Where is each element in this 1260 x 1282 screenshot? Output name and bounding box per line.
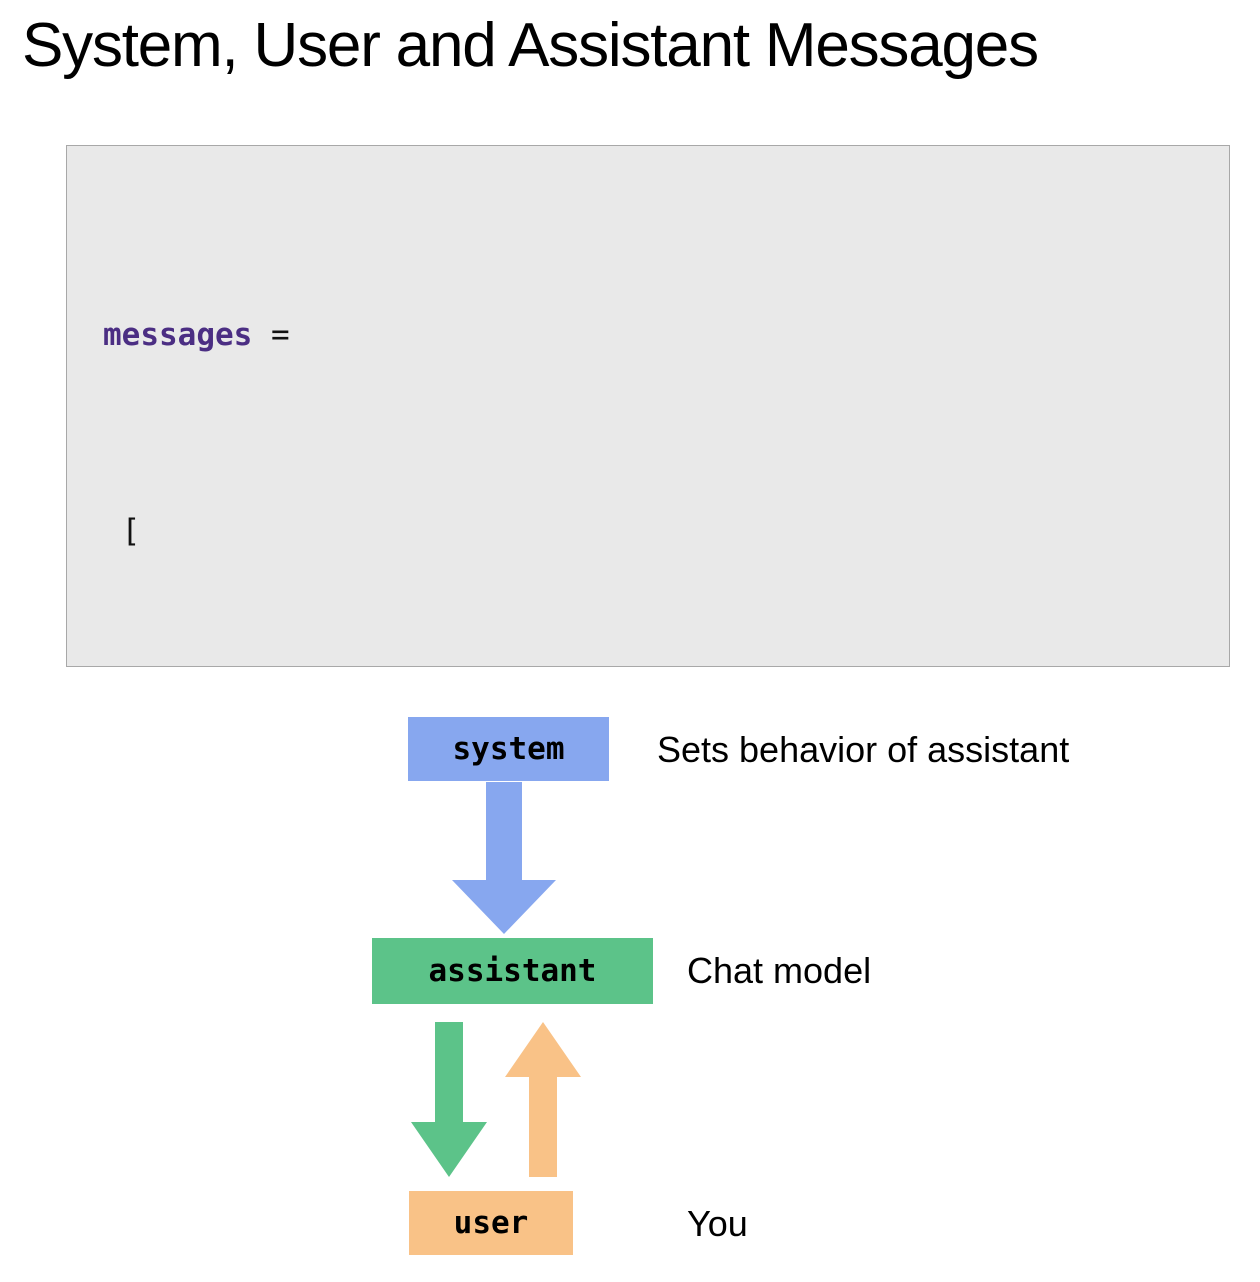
open-bracket: [ xyxy=(121,513,141,549)
node-user-label: user xyxy=(453,1205,529,1241)
arrow-user-to-assistant-icon xyxy=(505,1022,581,1177)
node-system-label: system xyxy=(452,731,565,767)
node-assistant: assistant xyxy=(372,938,653,1004)
node-system-description: Sets behavior of assistant xyxy=(657,729,1070,770)
arrow-system-to-assistant-icon xyxy=(452,782,556,934)
arrow-assistant-to-user-icon xyxy=(411,1022,487,1177)
assignment-operator: = xyxy=(270,317,290,353)
node-assistant-label: assistant xyxy=(428,953,597,989)
page-title: System, User and Assistant Messages xyxy=(22,11,1039,80)
node-system: system xyxy=(408,717,609,781)
code-listing: messages = [ {"role": ”system", "content… xyxy=(103,164,850,666)
node-assistant-description: Chat model xyxy=(687,950,872,991)
variable-name: messages xyxy=(103,317,253,353)
code-line-open-bracket: [ xyxy=(103,507,850,556)
node-user-description: You xyxy=(687,1203,748,1244)
code-line-assignment: messages = xyxy=(103,311,850,360)
node-user: user xyxy=(409,1191,573,1255)
code-block: messages = [ {"role": ”system", "content… xyxy=(66,145,1230,667)
